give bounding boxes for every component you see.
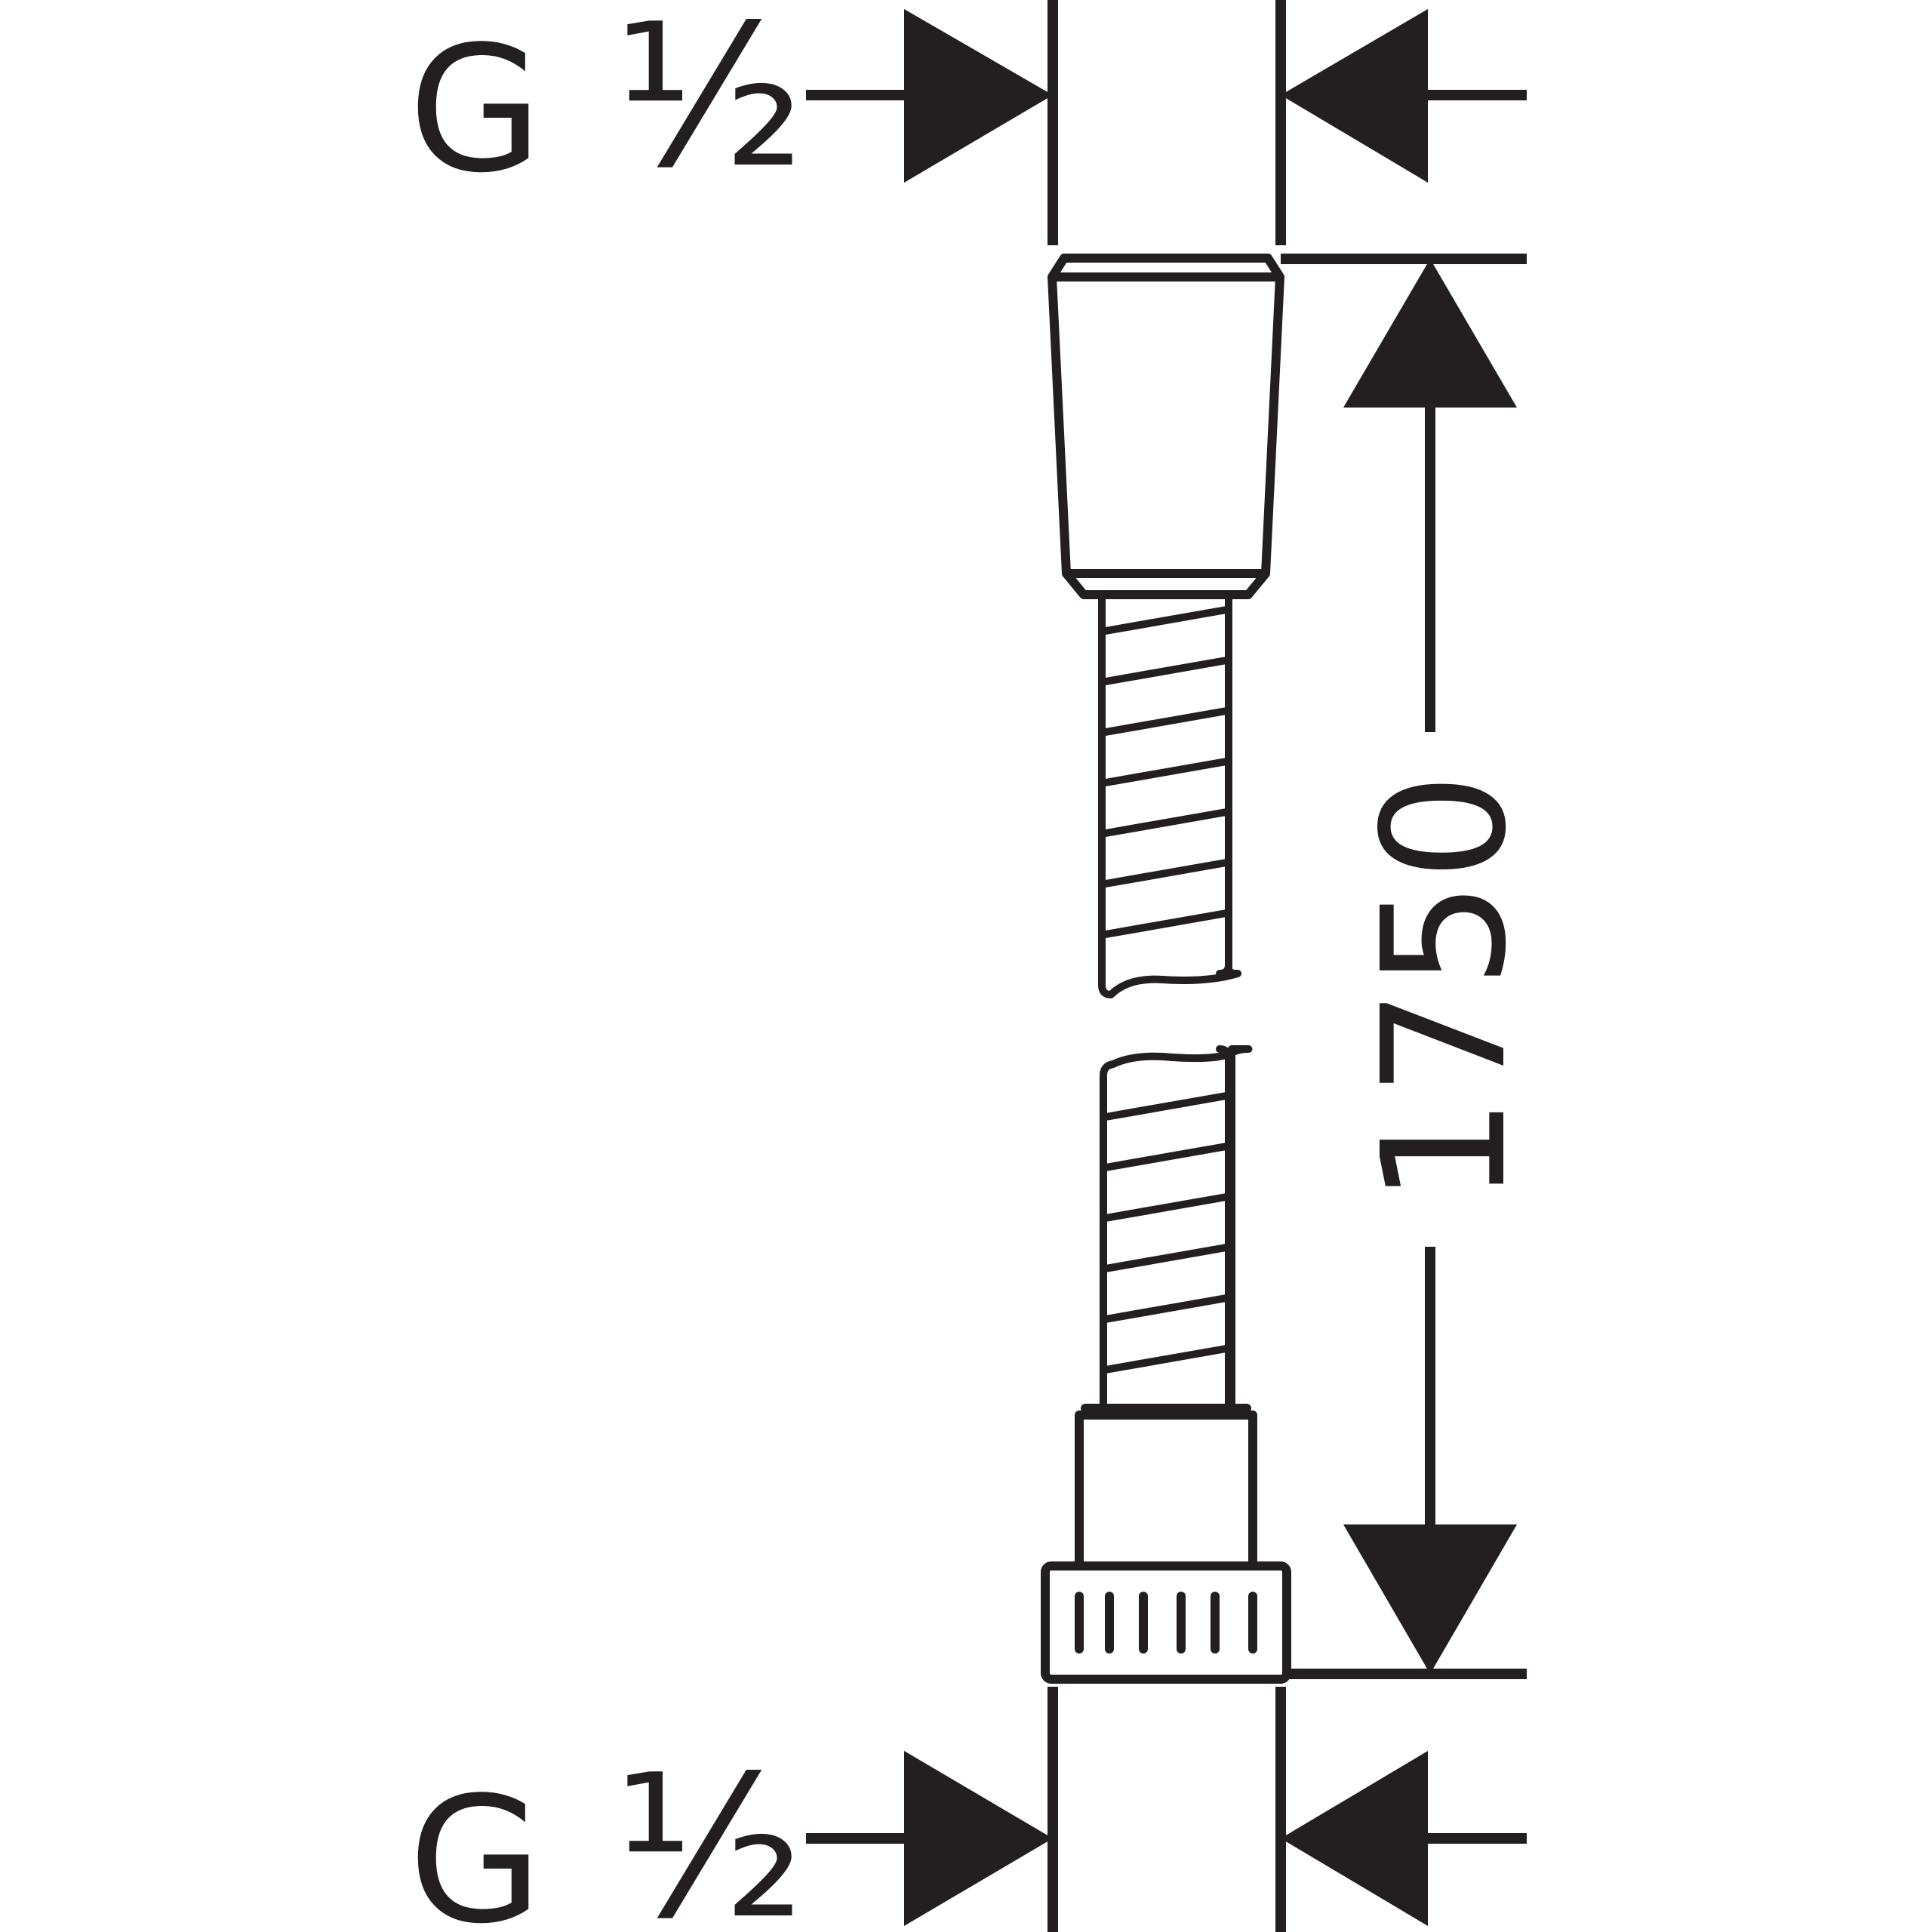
hose-lower-outline <box>1100 1045 1253 1414</box>
top-fitting <box>1048 254 1284 599</box>
hose-upper-coil-3 <box>1102 707 1230 736</box>
length-arrow-top <box>1343 259 1517 408</box>
bottom-thread-size: ½ <box>614 1734 804 1932</box>
bottom-fitting <box>1041 1404 1291 1684</box>
length-arrow-bottom <box>1343 1524 1517 1674</box>
hose-upper-coil-4 <box>1102 758 1230 786</box>
top-thread-letter: G <box>408 10 543 211</box>
hose-lower-coil-1 <box>1102 1092 1230 1121</box>
top-thread-dimension <box>806 0 1527 245</box>
bottom-arrow-left <box>904 1751 1053 1926</box>
hose-lower-coil-2 <box>1102 1143 1230 1171</box>
top-thread-size: ½ <box>614 0 804 211</box>
hose-lower-coil-3 <box>1102 1193 1230 1222</box>
bottom-thread-dimension <box>806 1687 1527 1932</box>
top-fitting-outline <box>1048 254 1284 599</box>
top-arrow-left <box>904 9 1053 183</box>
hose-upper-coil-7 <box>1102 909 1230 938</box>
bottom-thread-letter: G <box>408 1761 543 1932</box>
hose-upper-coil-5 <box>1102 808 1230 837</box>
length-value: 1750 <box>1346 773 1544 1205</box>
hose-upper-coil-1 <box>1102 606 1230 635</box>
hose-lower <box>1100 1045 1253 1414</box>
hose-lower-coil-4 <box>1102 1244 1230 1272</box>
top-arrow-right <box>1281 9 1428 183</box>
length-dimension <box>1281 254 1527 1679</box>
bottom-fitting-collar <box>1075 1411 1257 1571</box>
bottom-fitting-nut <box>1041 1561 1291 1684</box>
hose-lower-end-right <box>1216 1045 1232 1414</box>
hose-lower-coil-6 <box>1102 1345 1230 1374</box>
hose-upper-coil-6 <box>1102 859 1230 888</box>
hose-upper <box>1098 591 1241 998</box>
bottom-arrow-right <box>1281 1751 1428 1926</box>
hose-lower-coil-5 <box>1102 1294 1230 1323</box>
hose-upper-end-right <box>1216 591 1232 977</box>
hose-upper-coil-2 <box>1102 657 1230 685</box>
